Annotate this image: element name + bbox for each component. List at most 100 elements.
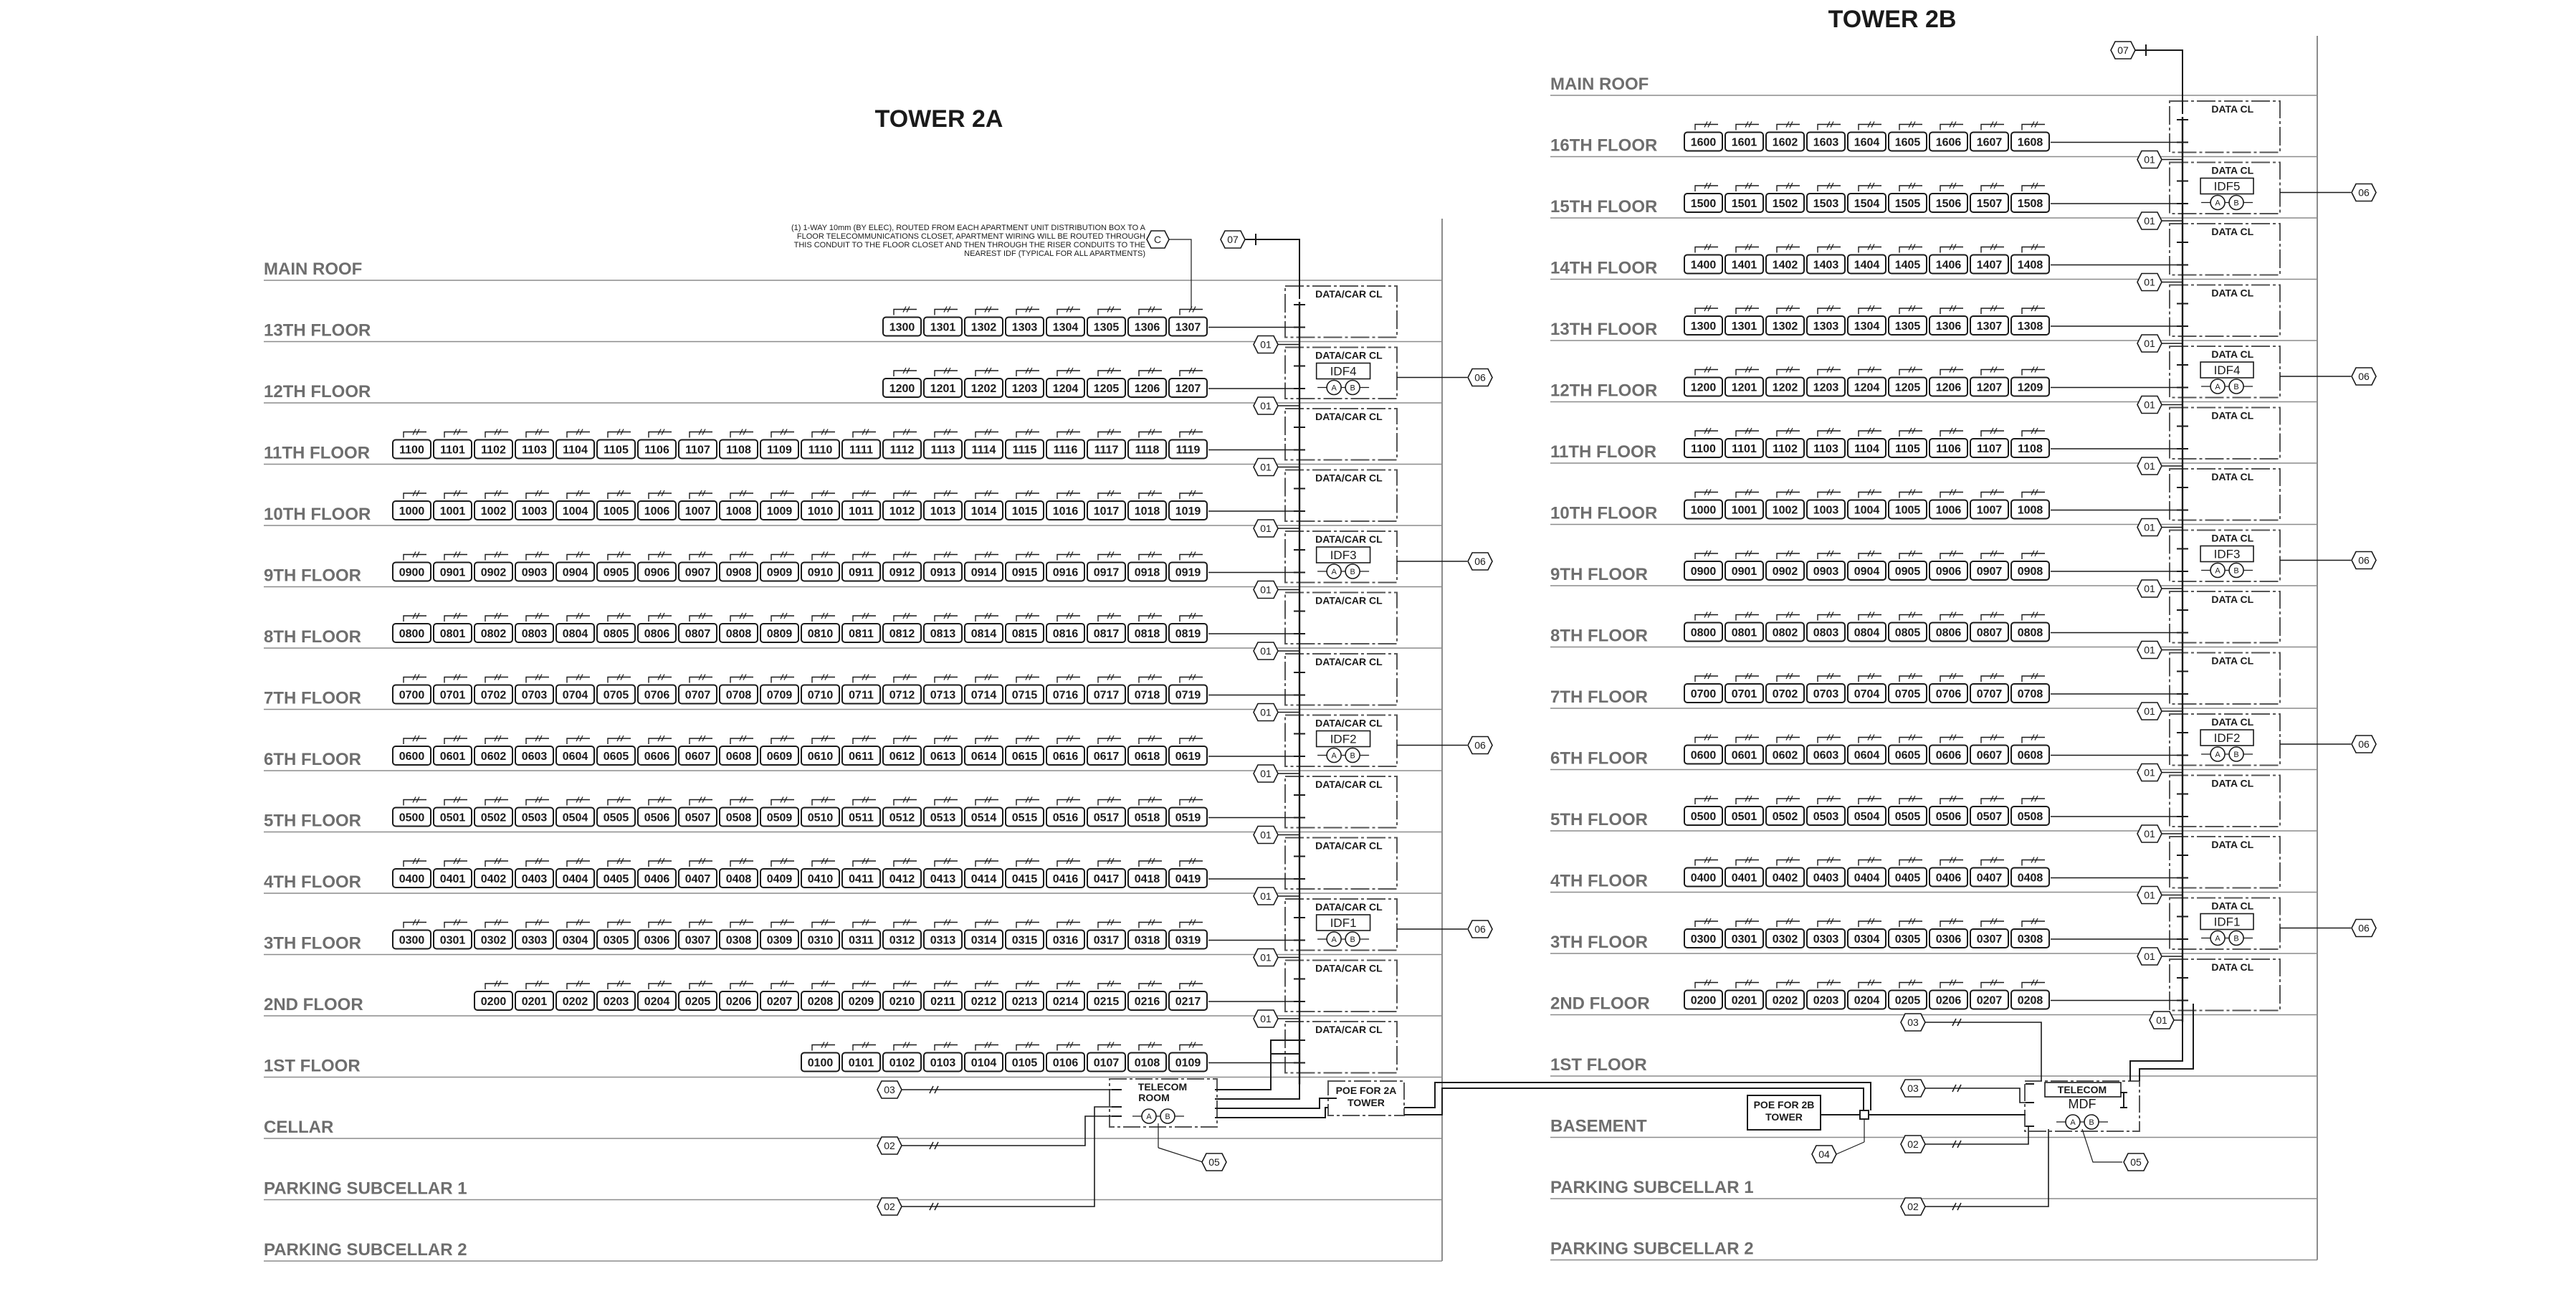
unit-number: 0502	[1773, 811, 1798, 823]
unit-conduit-icon	[975, 860, 998, 867]
unit-conduit-icon	[1694, 308, 1718, 314]
keynote-hexagon	[2351, 918, 2377, 938]
apartment-unit: 0202	[1765, 979, 1805, 1010]
unit-conduit-icon	[689, 921, 712, 928]
conduit-break-icon	[1025, 490, 1033, 497]
conduit-break-icon	[1745, 550, 1752, 557]
conduit-break-icon	[1066, 980, 1074, 987]
unit-conduit-icon	[1899, 491, 1922, 498]
conduit-break-icon	[739, 551, 747, 558]
unit-number: 0213	[1012, 996, 1038, 1008]
closet-outline	[1284, 1021, 1398, 1074]
conduit-break-icon	[821, 796, 829, 803]
unit-conduit-icon	[811, 431, 835, 438]
floor-closet: DATA/CAR CL	[1208, 285, 1398, 338]
conduit-break-icon	[1745, 244, 1752, 250]
closet-label: DATA/CAR CL	[1315, 840, 1383, 852]
unit-number: 0416	[1053, 873, 1079, 885]
apartment-unit: 1304	[1847, 305, 1886, 336]
conduit-break-icon	[780, 674, 788, 680]
unit-number: 1300	[889, 322, 915, 334]
conduit-break-icon	[984, 429, 992, 435]
unit-number: 0605	[604, 751, 629, 763]
unit-box	[1046, 806, 1085, 827]
conduit-break-icon	[1025, 980, 1033, 987]
unit-number: 1301	[930, 322, 956, 334]
unit-number: 0800	[1691, 627, 1717, 639]
apartment-unit: 0609	[760, 735, 799, 766]
unit-box	[392, 929, 431, 950]
conduit-break-icon	[902, 735, 910, 742]
conduit-break-icon	[1949, 489, 1957, 495]
unit-conduit-icon	[730, 553, 753, 561]
closet-label: DATA/CAR CL	[1315, 656, 1383, 667]
unit-box	[1005, 868, 1044, 888]
apartment-unit: 0705	[596, 674, 636, 705]
unit-conduit-icon	[566, 431, 590, 438]
unit-conduit-icon	[1694, 675, 1718, 682]
unit-number: 1101	[1732, 443, 1757, 455]
keynote-tag: 02	[877, 1197, 902, 1216]
conduit-break-icon	[1990, 182, 1998, 189]
unit-number: 1003	[1813, 505, 1839, 517]
unit-number: 0506	[1936, 811, 1962, 823]
leader	[1836, 1141, 1865, 1155]
unit-number: 0613	[930, 751, 956, 763]
conduit-break-icon	[1025, 612, 1033, 619]
unit-conduit-icon	[485, 615, 508, 622]
unit-conduit-icon	[1858, 798, 1881, 804]
closet-label: DATA CL	[2211, 103, 2253, 115]
unit-box	[1087, 378, 1126, 398]
unit-box	[1168, 561, 1208, 582]
apartment-unit: 0401	[1725, 857, 1764, 888]
unit-conduit-icon	[1899, 859, 1922, 866]
apartment-unit: 1100	[392, 429, 431, 460]
conduit-break-icon	[1148, 980, 1155, 987]
unit-number: 1016	[1053, 505, 1079, 518]
unit-number: 1100	[1691, 443, 1716, 455]
apartment-unit: 1101	[433, 429, 472, 460]
unit-number: 0405	[604, 873, 629, 885]
conduit-break-icon	[1785, 672, 1793, 680]
unit-conduit-icon	[1016, 493, 1039, 499]
unit-box	[474, 806, 513, 827]
unit-number: 1006	[1936, 505, 1962, 517]
unit-number: 1102	[1773, 443, 1798, 455]
apartment-unit: 0207	[1970, 979, 2009, 1010]
idf-box	[1315, 730, 1371, 748]
unit-number: 0305	[604, 935, 629, 947]
closet-outline	[1284, 285, 1398, 338]
keynote-tag: 02	[877, 1136, 902, 1155]
keynote-tag: 06	[2351, 551, 2377, 570]
apartment-unit: 0603	[515, 735, 554, 766]
apartment-unit: 0909	[760, 551, 799, 582]
conduit-break-icon	[943, 429, 951, 435]
conduit-break-icon	[984, 1042, 992, 1048]
unit-number: 0609	[767, 751, 793, 763]
unit-box	[596, 439, 636, 460]
floor-label: 2ND FLOOR	[264, 995, 363, 1014]
apartment-unit: 0305	[596, 919, 636, 950]
unit-box	[1929, 561, 1968, 581]
roof-conduit	[1245, 239, 1300, 299]
unit-conduit-icon	[1097, 676, 1121, 683]
unit-number: 1104	[1854, 443, 1879, 455]
conduit-break-icon	[453, 551, 461, 558]
unit-conduit-icon	[1858, 981, 1881, 989]
unit-number: 1008	[2018, 505, 2043, 517]
unit-number: 1303	[1813, 320, 1839, 333]
unit-box	[1127, 868, 1167, 888]
floor-label: 9TH FLOOR	[264, 566, 361, 586]
unit-number: 0301	[1732, 933, 1757, 946]
conduit-break-icon	[984, 674, 992, 680]
conduit-break-icon	[1908, 305, 1916, 312]
keynote-number: 01	[2144, 828, 2155, 839]
unit-box	[719, 868, 758, 888]
apartment-unit: 0810	[801, 612, 840, 643]
unit-number: 0304	[1854, 933, 1880, 946]
keynote-tag: 01	[1253, 396, 1279, 415]
keynote-number: 02	[884, 1201, 895, 1212]
conduit-break-icon	[535, 857, 543, 865]
apartment-unit: 1018	[1127, 490, 1167, 520]
conduit-break-icon	[821, 551, 829, 558]
